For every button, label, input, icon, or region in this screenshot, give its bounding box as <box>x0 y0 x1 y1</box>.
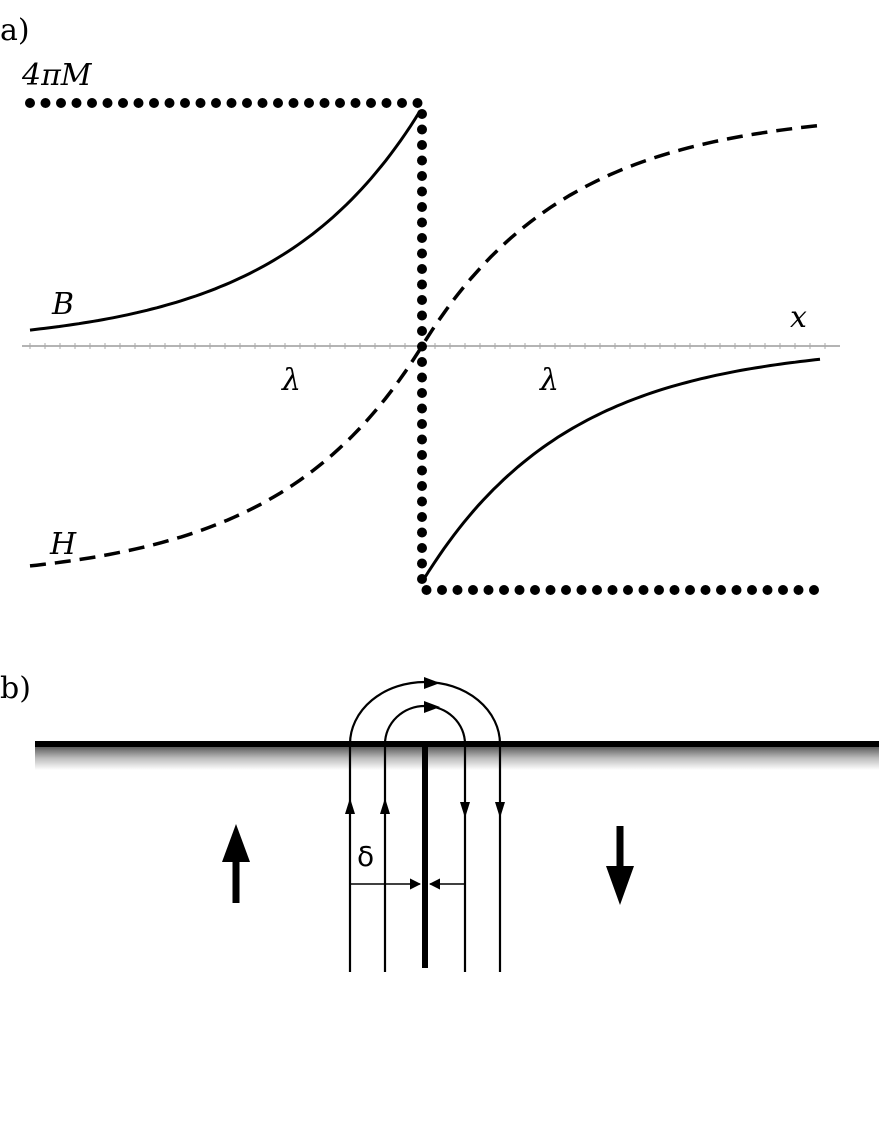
b-curve-right <box>422 357 821 580</box>
x-axis-ticks <box>29 343 826 349</box>
lambda-left-label: λ <box>281 363 301 398</box>
lambda-right-label: λ <box>539 363 559 398</box>
down-arrow-icon <box>606 826 634 905</box>
field-arrow-inner-top <box>424 701 440 713</box>
delta-label: δ <box>357 840 374 873</box>
panel-b-tag: b) <box>0 671 31 706</box>
panel-b: b) δ <box>0 671 879 972</box>
field-arrow-inner-down <box>460 802 470 818</box>
field-arrow-outer-top <box>424 677 440 689</box>
panel-a: a) 4πM B H x λ λ <box>0 13 840 595</box>
h-field-label: H <box>49 527 77 562</box>
field-arrow-outer-up <box>345 798 355 814</box>
h-curve <box>29 123 821 568</box>
magnetization-curve <box>25 98 825 595</box>
panel-a-tag: a) <box>0 13 30 48</box>
up-arrow-icon <box>222 824 250 903</box>
b-field-label: B <box>51 287 74 322</box>
magnetization-label: 4πM <box>21 58 93 93</box>
x-axis-label: x <box>790 300 807 335</box>
b-curve-left <box>29 110 422 332</box>
field-arrow-outer-down <box>495 802 505 818</box>
field-arrow-inner-up <box>380 798 390 814</box>
surface-shading <box>35 746 879 770</box>
